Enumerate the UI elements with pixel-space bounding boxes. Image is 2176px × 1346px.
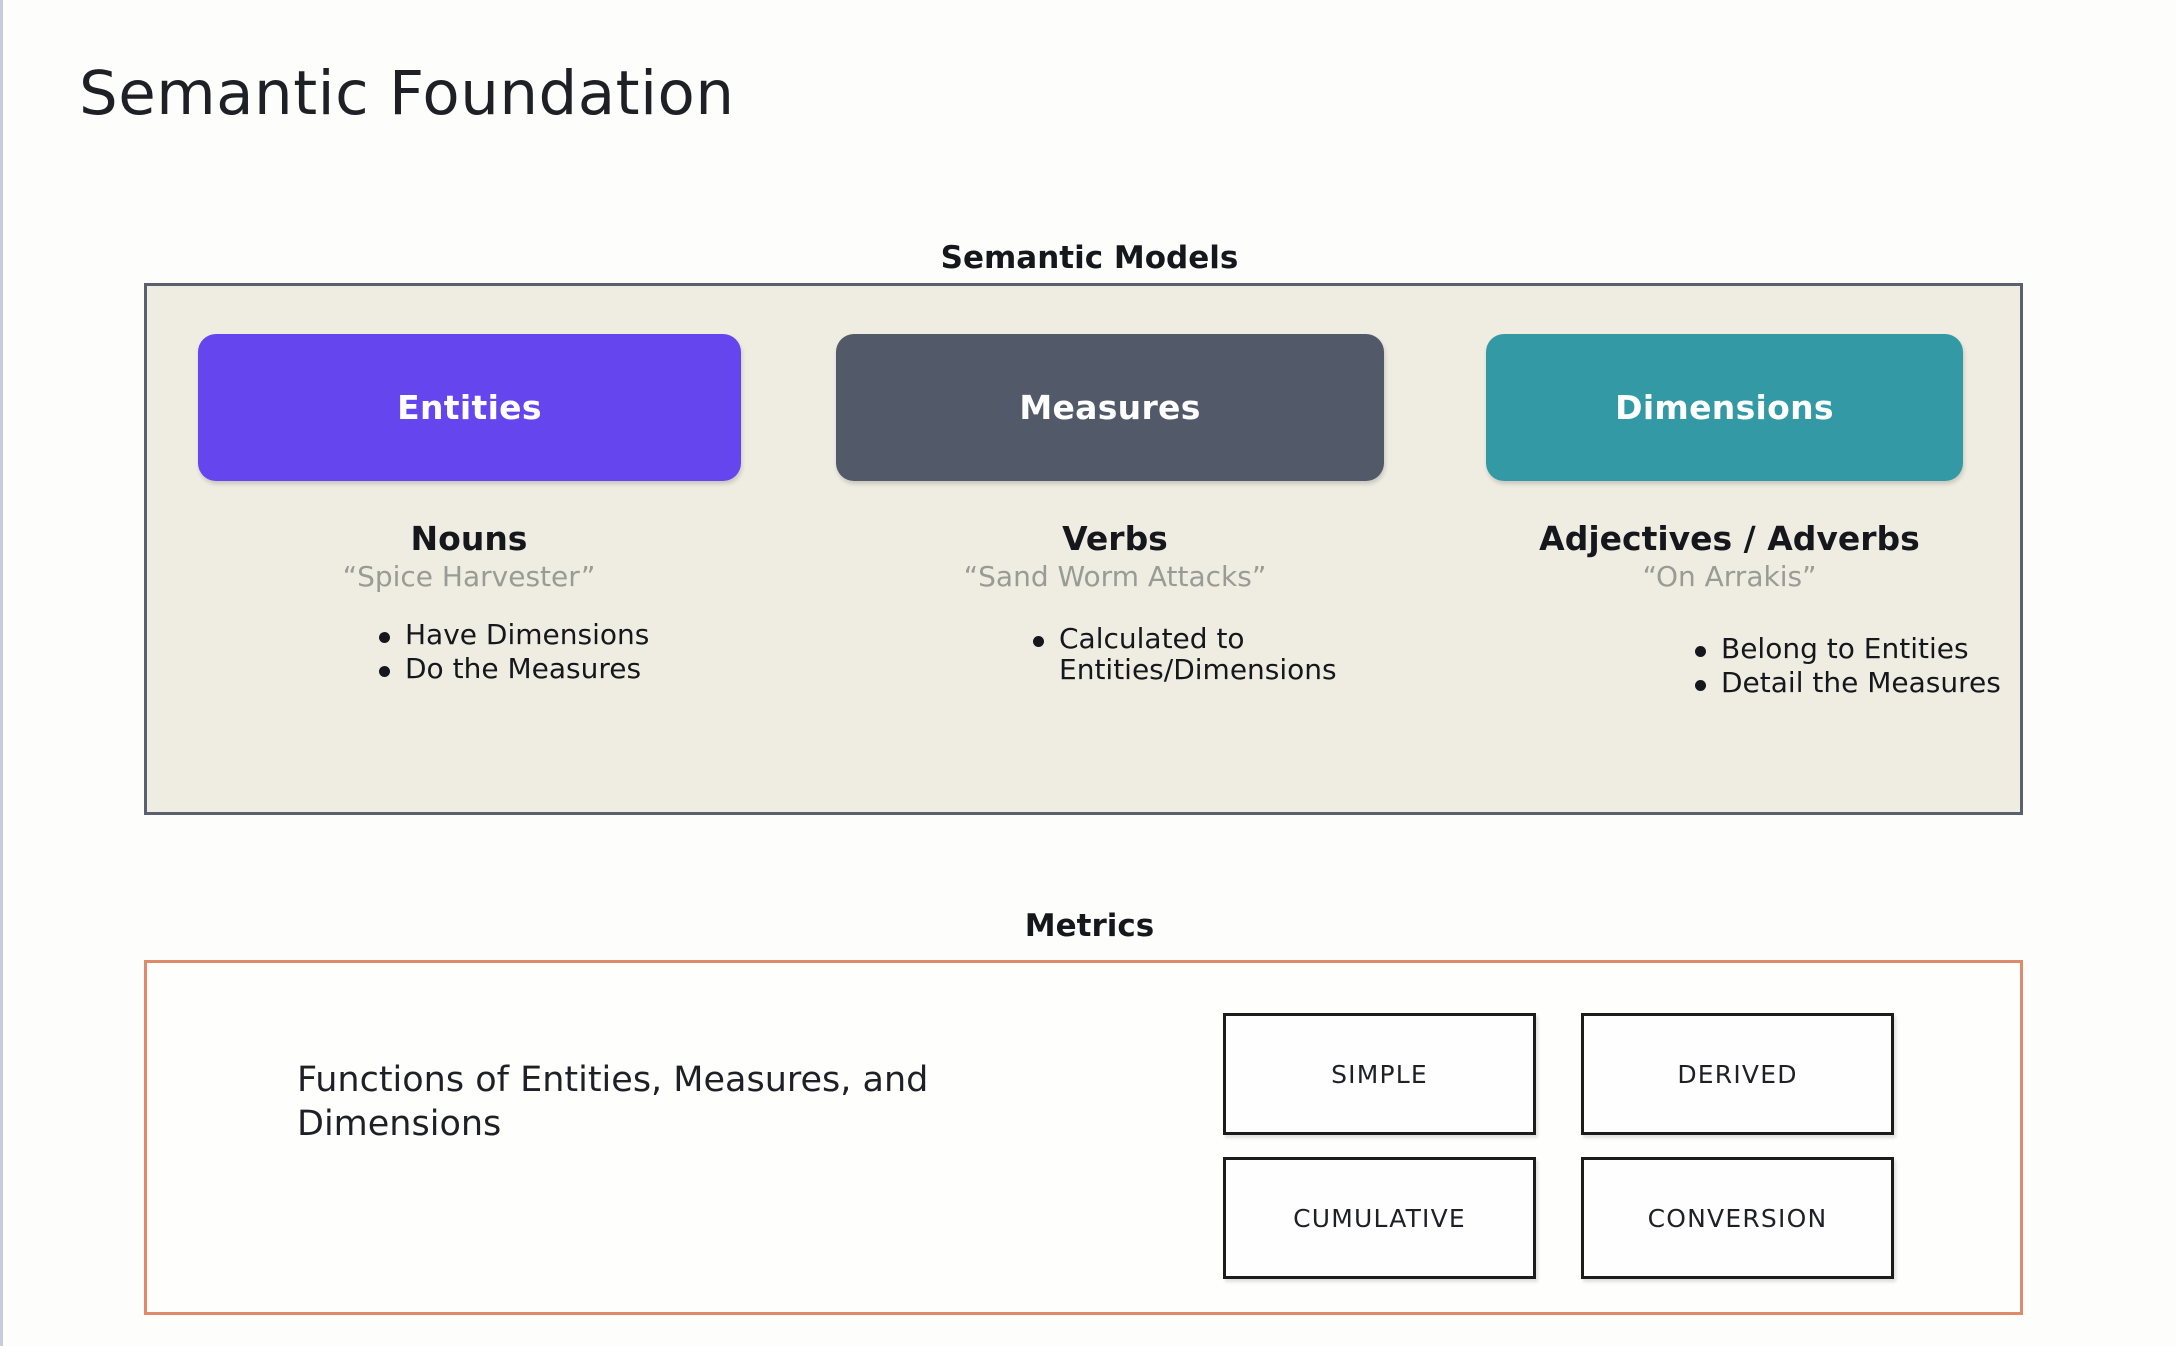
list-item: Belong to Entities [1689, 633, 2020, 664]
kicker-dimensions: Adjectives / Adverbs [1539, 519, 1920, 558]
list-item: Detail the Measures [1689, 667, 2020, 699]
metrics-description: Functions of Entities, Measures, and Dim… [297, 1060, 929, 1144]
list-item-line2: Entities/Dimensions [1059, 653, 1337, 687]
bullet-list-entities: Have Dimensions Do the Measures [373, 619, 791, 685]
metric-box-simple[interactable]: SIMPLE [1223, 1013, 1536, 1135]
chip-entities[interactable]: Entities [198, 334, 741, 481]
page-title: Semantic Foundation [79, 58, 735, 129]
metric-type-grid: SIMPLE DERIVED CUMULATIVE CONVERSION [1223, 1013, 1894, 1279]
bullet-list-measures: Calculated to Entities/Dimensions [1027, 623, 1439, 686]
semantic-models-heading: Semantic Models [940, 240, 1239, 276]
list-item: Have Dimensions [373, 619, 791, 650]
metric-box-cumulative[interactable]: CUMULATIVE [1223, 1157, 1536, 1279]
metric-box-conversion[interactable]: CONVERSION [1581, 1157, 1894, 1279]
example-entities: “Spice Harvester” [342, 560, 596, 593]
metrics-panel: Functions of Entities, Measures, and Dim… [144, 960, 2023, 1315]
semantic-column-dimensions: Dimensions Adjectives / Adverbs “On Arra… [1439, 286, 2020, 812]
list-item-line1: Calculated to [1059, 622, 1245, 655]
semantic-column-entities: Entities Nouns “Spice Harvester” Have Di… [147, 286, 791, 812]
example-measures: “Sand Worm Attacks” [963, 560, 1267, 593]
kicker-measures: Verbs [1062, 519, 1168, 558]
kicker-entities: Nouns [410, 519, 528, 558]
semantic-models-panel: Entities Nouns “Spice Harvester” Have Di… [144, 283, 2023, 815]
semantic-models-columns: Entities Nouns “Spice Harvester” Have Di… [147, 286, 2020, 812]
chip-dimensions[interactable]: Dimensions [1486, 334, 1963, 481]
example-dimensions: “On Arrakis” [1642, 560, 1817, 593]
list-item: Calculated to Entities/Dimensions [1027, 623, 1439, 686]
semantic-column-measures: Measures Verbs “Sand Worm Attacks” Calcu… [791, 286, 1439, 812]
list-item: Do the Measures [373, 653, 791, 685]
bullet-list-dimensions: Belong to Entities Detail the Measures [1689, 633, 2020, 699]
metrics-heading: Metrics [1024, 908, 1155, 944]
metric-box-derived[interactable]: DERIVED [1581, 1013, 1894, 1135]
chip-measures[interactable]: Measures [836, 334, 1384, 481]
